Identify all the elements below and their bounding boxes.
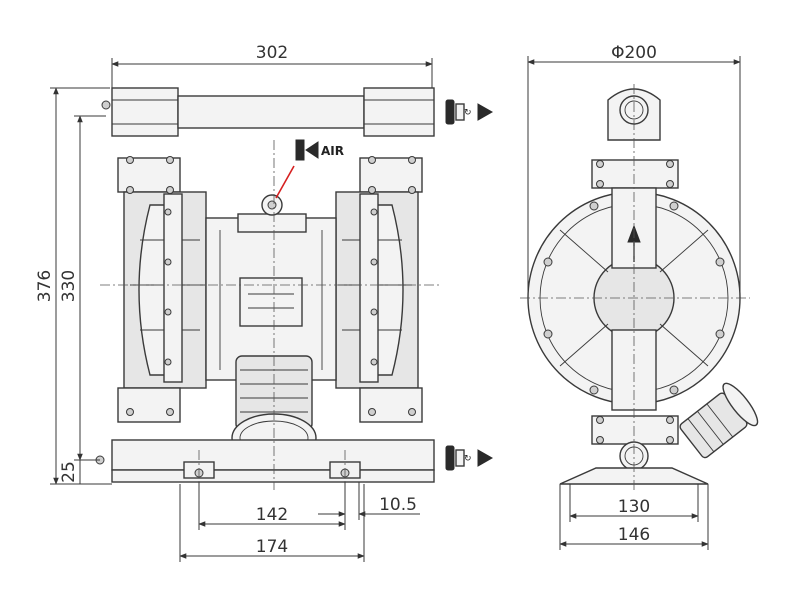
dim-text-130: 130	[618, 497, 650, 517]
dim-diameter: Φ200	[527, 43, 741, 298]
left-chamber	[117, 156, 207, 423]
dim-port-height: 330	[59, 115, 106, 461]
dim-text-330: 330	[59, 270, 79, 302]
dim-text-25: 25	[59, 461, 79, 483]
dim-side-base-width: 146	[559, 484, 709, 550]
dim-text-376: 376	[35, 270, 55, 302]
dim-base-width: 174	[179, 484, 365, 562]
svg-text:↻: ↻	[464, 108, 472, 118]
side-muffler	[679, 382, 759, 459]
air-leader-line	[275, 165, 295, 199]
dim-mount-spacing: 142	[198, 482, 346, 530]
dim-text-diameter: Φ200	[611, 43, 657, 63]
dim-text-10-5: 10.5	[379, 495, 417, 515]
dim-base-height: 25	[59, 460, 81, 484]
side-top-port	[591, 88, 679, 189]
air-valve-block	[205, 194, 337, 381]
side-view: Φ200 130 146	[520, 43, 759, 550]
dim-overall-height: 376	[35, 87, 112, 485]
air-label: AIR	[321, 144, 344, 158]
dim-text-146: 146	[618, 525, 650, 545]
svg-text:↻: ↻	[464, 454, 472, 464]
dim-text-174: 174	[256, 537, 288, 557]
dim-text-142: 142	[256, 505, 288, 525]
front-view: ↻ ↻ AIR 302 376	[35, 43, 494, 562]
dim-overall-width: 302	[111, 43, 433, 88]
dim-hole-offset: 10.5	[318, 482, 420, 520]
air-inlet-callout: AIR	[275, 139, 344, 199]
right-chamber	[335, 156, 423, 423]
bottom-manifold	[95, 439, 435, 483]
inlet-flow-arrow-icon: ↻	[445, 445, 494, 471]
outlet-flow-arrow-icon: ↻	[445, 99, 494, 125]
top-manifold	[101, 87, 435, 137]
dim-text-302: 302	[256, 43, 288, 63]
dim-side-mount-spacing: 130	[569, 484, 699, 522]
side-bottom-port	[559, 415, 709, 485]
